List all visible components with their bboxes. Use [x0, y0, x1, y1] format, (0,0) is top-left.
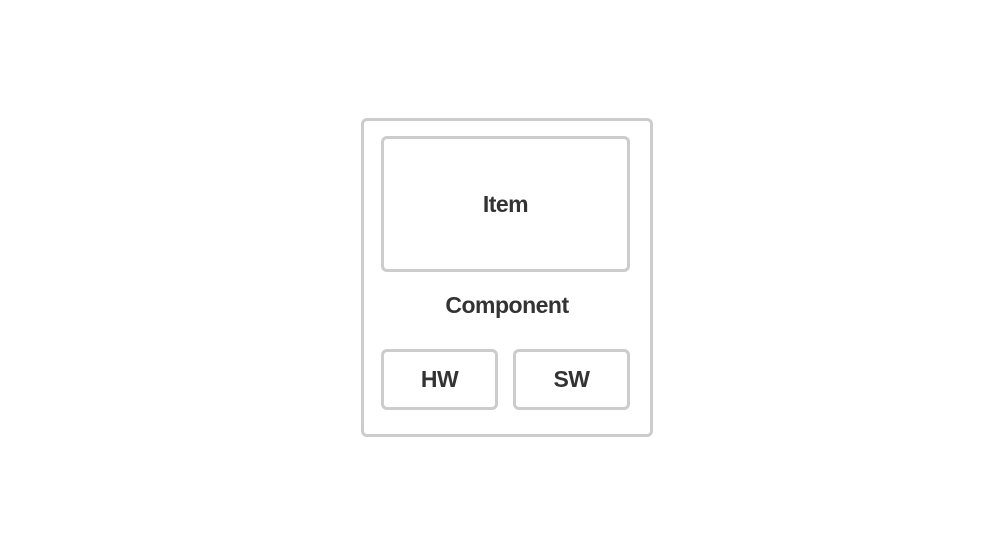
- component-label: Component: [445, 292, 569, 318]
- hw-label: HW: [420, 366, 459, 392]
- hw-box: HW: [381, 349, 498, 410]
- sw-label: SW: [553, 366, 590, 392]
- item-box: Item: [381, 136, 630, 272]
- sw-box: SW: [513, 349, 630, 410]
- item-label: Item: [482, 190, 529, 217]
